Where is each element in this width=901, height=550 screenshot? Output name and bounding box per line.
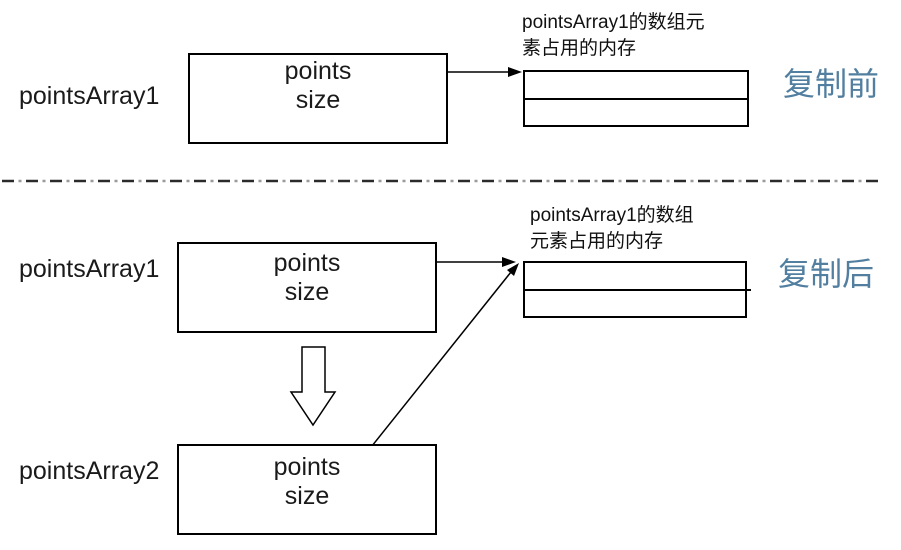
- memory-label-line1: pointsArray1的数组元: [522, 12, 705, 33]
- after-stage-label: 复制后: [778, 256, 875, 292]
- memory-label-line2: 素占用的内存: [522, 38, 637, 59]
- memory-label-line2: 元素占用的内存: [530, 231, 664, 252]
- before-struct-box: points size: [188, 53, 448, 144]
- before-memory-box: [523, 70, 749, 127]
- after-pointsarray2-pointer-arrow: [355, 263, 519, 467]
- before-var-label: pointsArray1: [19, 82, 160, 110]
- after-memory-label: pointsArray1的数组 元素占用的内存: [530, 203, 694, 255]
- after-pointsarray2-struct-box: points size: [177, 444, 437, 535]
- field-points: points: [273, 453, 341, 481]
- before-memory-label: pointsArray1的数组元 素占用的内存: [522, 10, 705, 62]
- after-memory-box: [523, 261, 751, 318]
- after-pointsarray1-struct-box: points size: [177, 242, 437, 333]
- before-stage-label: 复制前: [783, 66, 880, 102]
- after-memory-cell-divider: [523, 289, 751, 291]
- field-points: points: [273, 249, 341, 277]
- field-size: size: [284, 278, 330, 306]
- field-size: size: [295, 86, 341, 114]
- memory-label-line1: pointsArray1的数组: [530, 205, 694, 226]
- after-var2-label: pointsArray2: [19, 457, 160, 485]
- field-points: points: [284, 57, 352, 85]
- after-var1-label: pointsArray1: [19, 255, 160, 283]
- copy-down-arrow: [289, 346, 337, 427]
- field-size: size: [284, 482, 330, 510]
- before-memory-cell-divider: [523, 98, 749, 100]
